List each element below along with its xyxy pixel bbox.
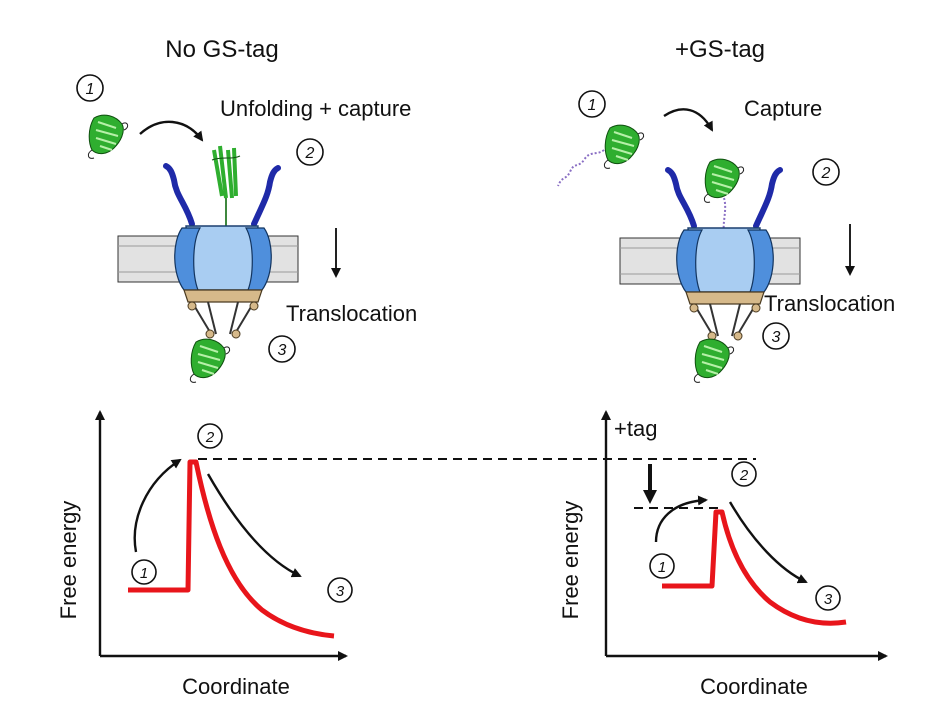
left-linker-left <box>163 163 195 227</box>
right-panel: +GS-tag 1 Capture 2 Translocation 3 <box>557 36 895 384</box>
right-step1-circle: 1 <box>578 90 606 118</box>
right-energy-state3: 3 <box>815 585 841 611</box>
left-energy-curve <box>128 459 335 639</box>
left-barrier-arrow <box>133 458 182 553</box>
right-translocation-label: Translocation <box>764 291 895 316</box>
right-threaded-tag <box>722 197 729 277</box>
right-capture-arrow <box>663 108 714 132</box>
right-barrier-arrow <box>654 495 708 543</box>
left-descent-arrow <box>206 473 302 578</box>
right-engaged-protein-icon <box>703 158 745 204</box>
right-capture-label: Capture <box>744 96 822 121</box>
svg-text:2: 2 <box>821 165 831 182</box>
svg-text:2: 2 <box>739 467 749 484</box>
right-released-protein-icon <box>693 338 735 384</box>
right-folded-protein-icon <box>603 124 645 170</box>
svg-text:1: 1 <box>86 81 95 98</box>
left-step3-circle: 3 <box>268 335 296 363</box>
svg-text:3: 3 <box>824 591 833 608</box>
svg-text:3: 3 <box>278 342 287 359</box>
left-capture-arrow <box>139 120 204 142</box>
right-energy-state1: 1 <box>649 553 675 579</box>
left-step2-circle: 2 <box>296 138 324 166</box>
left-translocation-label: Translocation <box>286 301 417 326</box>
left-folded-protein-icon <box>87 114 129 160</box>
right-tag-label: +tag <box>614 416 657 441</box>
svg-text:3: 3 <box>772 329 781 346</box>
svg-text:1: 1 <box>658 559 666 576</box>
right-x-label: Coordinate <box>700 674 808 699</box>
right-energy-diagram: Free energy Coordinate +tag 1 2 3 <box>558 410 888 699</box>
right-step2-circle: 2 <box>812 158 840 186</box>
left-y-label: Free energy <box>56 501 81 620</box>
left-energy-state3: 3 <box>327 577 353 603</box>
left-energy-state2: 2 <box>197 423 223 449</box>
svg-text:2: 2 <box>305 145 315 162</box>
right-y-label: Free energy <box>558 501 583 620</box>
right-step3-circle: 3 <box>762 322 790 350</box>
left-energy-diagram: Free energy Coordinate 1 2 3 <box>56 410 353 699</box>
right-energy-state2: 2 <box>731 461 757 487</box>
gs-tag-icon <box>557 149 605 187</box>
svg-text:1: 1 <box>588 97 597 114</box>
left-x-label: Coordinate <box>182 674 290 699</box>
left-unfold-label: Unfolding + capture <box>220 96 411 121</box>
left-panel: No GS-tag 1 Unfolding + capture 2 Transl… <box>76 36 417 384</box>
left-linker-right <box>251 165 281 227</box>
svg-text:2: 2 <box>205 429 215 446</box>
left-title: No GS-tag <box>165 36 278 63</box>
right-linker-left <box>665 167 697 229</box>
left-energy-state1: 1 <box>131 559 157 585</box>
left-pore-icon <box>117 225 299 339</box>
right-title: +GS-tag <box>675 36 765 63</box>
right-energy-curve <box>662 509 847 626</box>
svg-text:3: 3 <box>336 583 345 600</box>
left-released-protein-icon <box>189 338 231 384</box>
svg-text:1: 1 <box>140 565 148 582</box>
right-linker-right <box>753 167 783 229</box>
right-descent-arrow <box>728 501 808 584</box>
left-step1-circle: 1 <box>76 74 104 102</box>
